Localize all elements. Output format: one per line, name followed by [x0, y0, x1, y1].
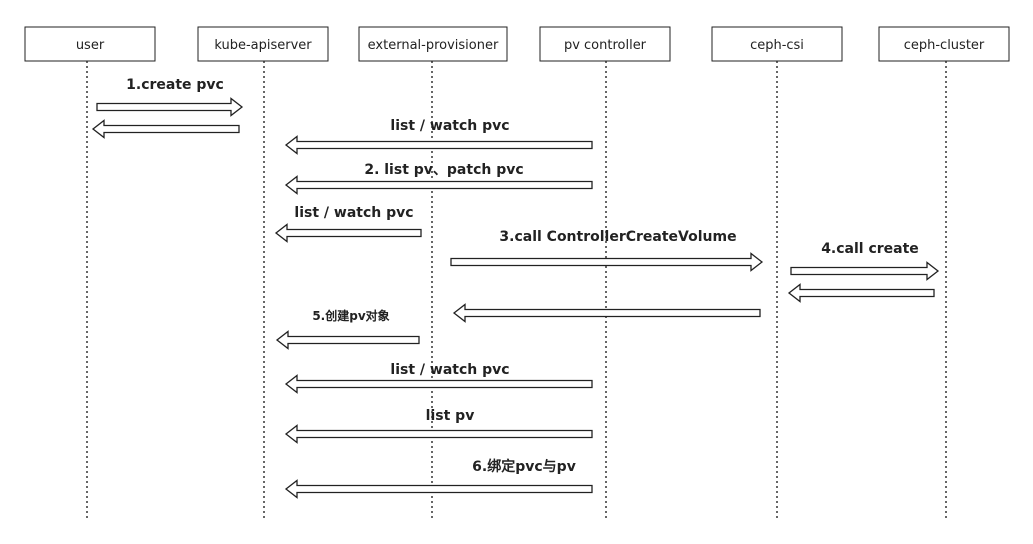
actor-label: user	[76, 38, 105, 53]
message-labels: 1.create pvc list / watch pvc 2. list pv、p…	[126, 77, 919, 475]
actor-user: user	[24, 26, 156, 62]
message-arrow-11-pvcontroller-to-apiserver	[284, 374, 593, 394]
message-label-4: 2. list pv、patch pvc	[364, 162, 523, 178]
actor-label: ceph-csi	[750, 38, 804, 53]
actor-pvcontroller: pv controller	[539, 26, 671, 62]
message-arrow-13-pvcontroller-to-apiserver	[284, 479, 593, 499]
actor-box	[539, 26, 671, 62]
message-arrow-3-pvcontroller-to-apiserver	[284, 135, 593, 155]
actor-label: kube-apiserver	[214, 38, 312, 53]
actor-cephcsi: ceph-csi	[711, 26, 843, 62]
actor-box	[878, 26, 1010, 62]
message-arrow-1-user-to-apiserver	[96, 97, 244, 117]
message-label-3: list / watch pvc	[390, 118, 509, 134]
actor-label: ceph-cluster	[904, 38, 985, 53]
message-arrows	[91, 97, 940, 499]
actor-label: external-provisioner	[368, 38, 499, 53]
actor-box	[24, 26, 156, 62]
message-label-1: 1.create pvc	[126, 77, 224, 93]
message-arrow-4-pvcontroller-to-apiserver	[284, 175, 593, 195]
message-arrow-6-provisioner-to-cephcsi	[450, 252, 764, 272]
lifelines	[86, 61, 947, 518]
actor-apiserver: kube-apiserver	[197, 26, 329, 62]
actor-label: pv controller	[564, 38, 647, 53]
actor-provisioner: external-provisioner	[358, 26, 508, 62]
actor-cephcluster: ceph-cluster	[878, 26, 1010, 62]
message-arrow-10-provisioner-to-apiserver	[275, 330, 420, 350]
message-arrow-7-cephcsi-to-cephcluster	[790, 261, 940, 281]
message-arrow-9-cephcsi-to-provisioner	[452, 303, 761, 323]
actor-box	[197, 26, 329, 62]
message-arrow-8-cephcluster-to-cephcsi	[787, 283, 935, 303]
message-label-12: list pv	[426, 408, 475, 424]
message-label-5: list / watch pvc	[294, 205, 413, 221]
actor-box	[711, 26, 843, 62]
message-label-10: 5.创建pv对象	[312, 308, 389, 323]
message-arrow-2-apiserver-to-user	[91, 119, 240, 139]
message-label-6: 3.call ControllerCreateVolume	[499, 229, 736, 245]
actors: user kube-apiserver external-provisioner pv…	[24, 26, 1010, 62]
message-label-7: 4.call create	[821, 241, 919, 257]
message-arrow-5-provisioner-to-apiserver	[274, 223, 422, 243]
message-label-11: list / watch pvc	[390, 362, 509, 378]
actor-box	[358, 26, 508, 62]
message-label-13: 6.绑定pvc与pv	[472, 458, 576, 475]
message-arrow-12-pvcontroller-to-apiserver	[284, 424, 593, 444]
